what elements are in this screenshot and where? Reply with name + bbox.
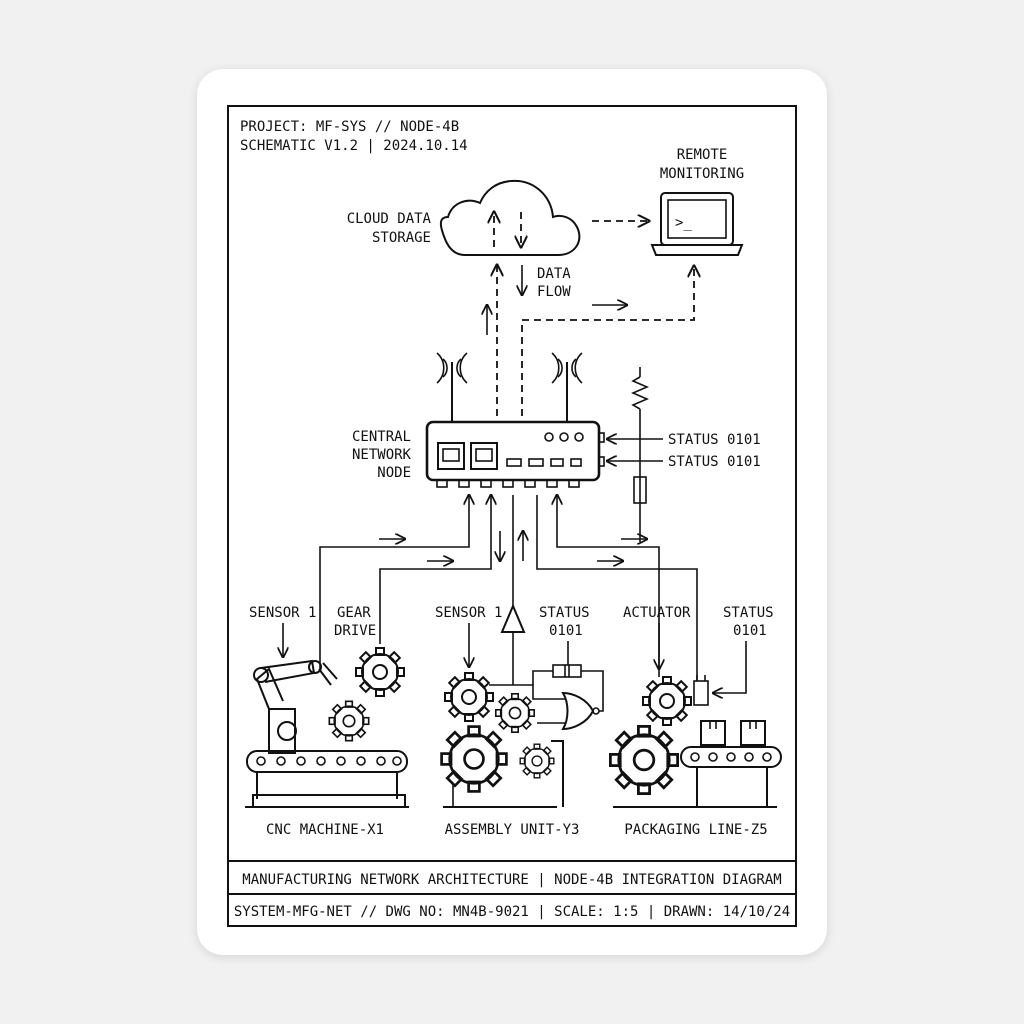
machine-name-cnc: CNC MACHINE-X1 (266, 822, 384, 838)
cloud-label-line-1: CLOUD DATA (347, 211, 432, 227)
schematic-card: PROJECT: MF-SYS // NODE-4B SCHEMATIC V1.… (197, 69, 827, 955)
cnc-gear-small-icon (328, 700, 370, 742)
packaging-gear-small-icon (642, 676, 692, 726)
status-input-2: STATUS 0101 (668, 454, 761, 470)
assembly-gear-2-icon (494, 692, 535, 734)
central-node-label-line-1: CENTRAL (352, 429, 411, 445)
status-input-1: STATUS 0101 (668, 432, 761, 448)
robot-arm-icon (253, 659, 338, 754)
cnc-conveyor-icon (245, 750, 409, 808)
cnc-gear-label-line-1: GEAR (337, 605, 371, 621)
packaging-status-label-line-1: STATUS (723, 605, 774, 621)
cloud-label-line-2: STORAGE (372, 230, 431, 246)
machine-name-packaging: PACKAGING LINE-Z5 (624, 822, 767, 838)
header-line-2: SCHEMATIC V1.2 | 2024.10.14 (240, 138, 468, 154)
packaging-status-arrow (713, 641, 747, 693)
cnc-gear-large-icon (355, 647, 405, 697)
package-box-icon (700, 720, 766, 746)
assembly-gear-4-icon (519, 743, 555, 779)
data-flow-label-line-1: DATA (537, 266, 571, 282)
terminal-prompt: >_ (675, 215, 692, 231)
assembly-gear-1-icon (444, 672, 494, 722)
central-node-label-line-2: NETWORK (352, 447, 412, 463)
logic-gate-icon (489, 641, 604, 731)
packaging-actuator-label: ACTUATOR (623, 605, 691, 621)
cnc-gear-label-line-2: DRIVE (334, 623, 376, 639)
laptop-icon (650, 192, 744, 256)
footer-title: MANUFACTURING NETWORK ARCHITECTURE | NOD… (242, 872, 781, 888)
fuse-icon (633, 476, 647, 504)
data-flow-label-line-2: FLOW (537, 284, 571, 300)
assembly-status-label-line-1: STATUS (539, 605, 590, 621)
assembly-status-label-line-2: 0101 (549, 623, 583, 639)
schematic-drawing: PROJECT: MF-SYS // NODE-4B SCHEMATIC V1.… (227, 105, 797, 927)
router-to-remote-link (521, 266, 694, 416)
assembly-sensor-label: SENSOR 1 (435, 605, 502, 621)
header-line-1: PROJECT: MF-SYS // NODE-4B (240, 119, 459, 135)
bus-wires (319, 495, 698, 681)
remote-label-line-2: MONITORING (660, 166, 744, 182)
packaging-status-label-line-2: 0101 (733, 623, 767, 639)
amplifier-icon (500, 603, 526, 685)
assembly-gear-3-icon (440, 725, 508, 793)
assembly-base-icon (443, 740, 564, 808)
packaging-conveyor-icon (613, 746, 782, 808)
footer-info: SYSTEM-MFG-NET // DWG NO: MN4B-9021 | SC… (234, 904, 790, 920)
sensor-switch-icon (693, 675, 709, 706)
remote-label-line-1: REMOTE (677, 147, 728, 163)
drawing-frame (227, 105, 797, 927)
cloud-icon (439, 179, 581, 256)
central-node-label-line-3: NODE (377, 465, 411, 481)
resistor-icon (630, 367, 650, 542)
machine-name-assembly: ASSEMBLY UNIT-Y3 (445, 822, 580, 838)
cnc-sensor-label: SENSOR 1 (249, 605, 316, 621)
router-icon (425, 352, 605, 488)
packaging-gear-large-icon (609, 725, 679, 796)
